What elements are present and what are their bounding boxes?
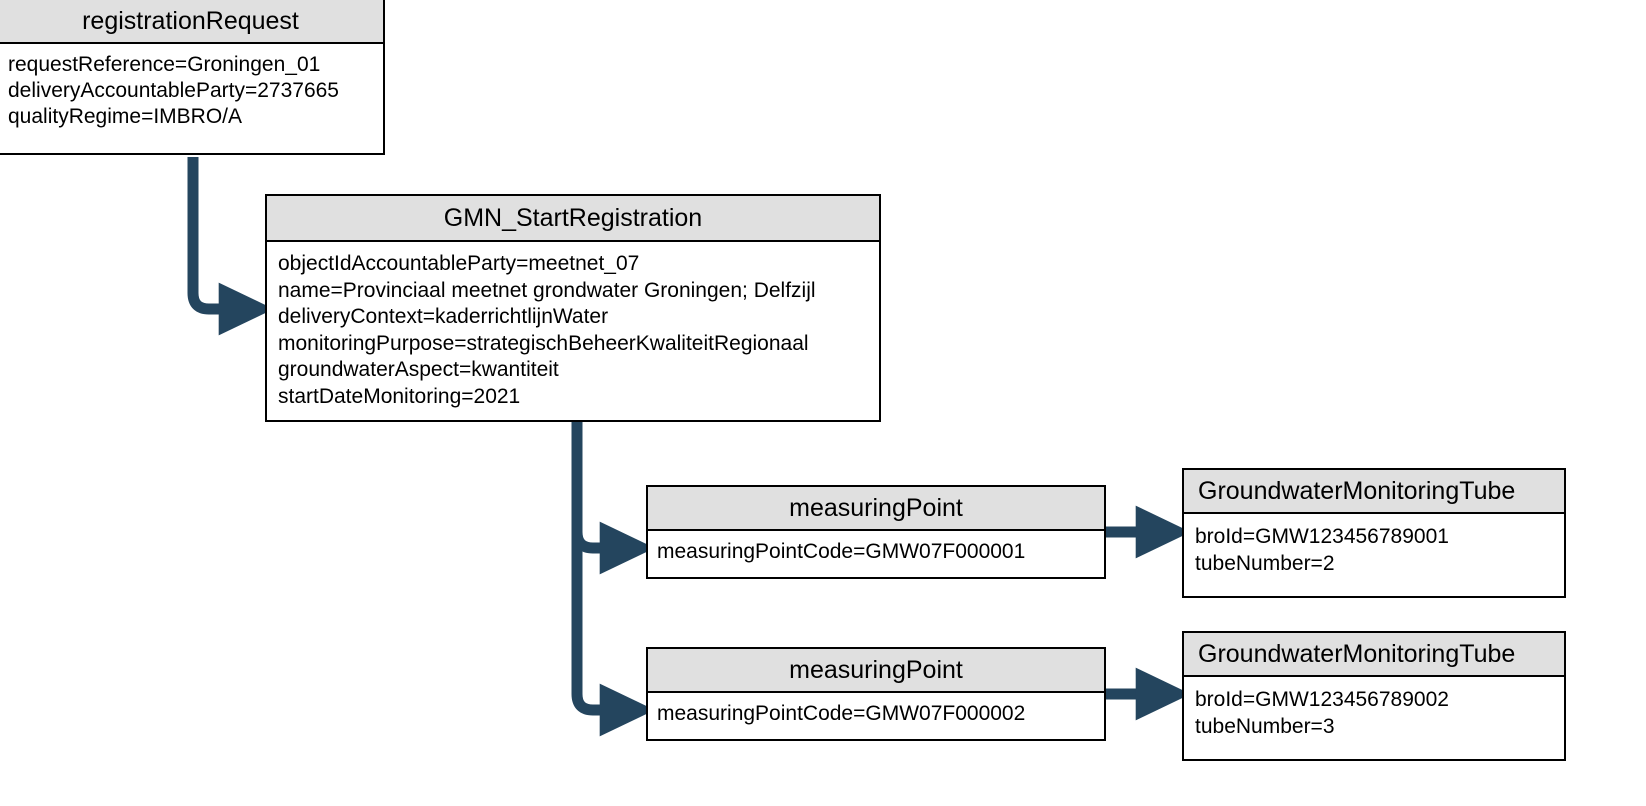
connector-gmn-start-registration-to-measuring-point-2 [571,422,655,737]
attribute-quality-regime: qualityRegime=IMBRO/A [8,105,243,128]
attribute-object-id-accountable-party: objectIdAccountableParty=meetnet_07 [278,252,640,275]
attribute-bro-id: broId=GMW123456789001 [1195,525,1449,548]
object-box-attributes: measuringPointCode=GMW07F000002 [648,693,1104,727]
attribute-request-reference: requestReference=Groningen_01 [8,53,321,76]
object-box-groundwater-monitoring-tube-1[interactable]: GroundwaterMonitoringTube broId=GMW12345… [1182,468,1566,598]
object-box-groundwater-monitoring-tube-2[interactable]: GroundwaterMonitoringTube broId=GMW12345… [1182,631,1566,761]
attribute-monitoring-purpose: monitoringPurpose=strategischBeheerKwali… [278,331,809,355]
object-box-title: GroundwaterMonitoringTube [1184,633,1564,677]
connector-gmn-start-registration-to-measuring-point-1 [571,422,655,575]
attribute-bro-id: broId=GMW123456789002 [1195,688,1449,711]
object-box-attributes: objectIdAccountableParty=meetnet_07 name… [267,242,879,410]
attribute-start-date-monitoring: startDateMonitoring=2021 [278,384,521,408]
attribute-measuring-point-code: measuringPointCode=GMW07F000002 [657,702,1026,725]
attribute-name: name=Provinciaal meetnet grondwater Gron… [278,278,816,302]
object-box-title: GMN_StartRegistration [267,196,879,242]
attribute-tube-number: tubeNumber=3 [1195,715,1335,738]
object-box-registration-request[interactable]: registrationRequest requestReference=Gro… [0,0,385,155]
attribute-measuring-point-code: measuringPointCode=GMW07F000001 [657,540,1026,563]
attribute-groundwater-aspect: groundwaterAspect=kwantiteit [278,358,559,381]
connector-registration-request-to-gmn-start-registration [187,157,274,336]
attribute-delivery-context: deliveryContext=kaderrichtlijnWater [278,305,609,328]
object-box-title: GroundwaterMonitoringTube [1184,470,1564,514]
object-box-attributes: requestReference=Groningen_01 deliveryAc… [0,44,383,130]
object-box-attributes: measuringPointCode=GMW07F000001 [648,531,1104,565]
object-box-title: registrationRequest [0,0,383,44]
object-box-title: measuringPoint [648,487,1104,531]
object-box-gmn-start-registration[interactable]: GMN_StartRegistration objectIdAccountabl… [265,194,881,422]
attribute-tube-number: tubeNumber=2 [1195,552,1335,575]
object-box-title: measuringPoint [648,649,1104,693]
object-box-measuring-point-1[interactable]: measuringPoint measuringPointCode=GMW07F… [646,485,1106,579]
attribute-delivery-accountable-party: deliveryAccountableParty=2737665 [8,79,339,102]
object-box-attributes: broId=GMW123456789001 tubeNumber=2 [1184,514,1564,577]
object-box-measuring-point-2[interactable]: measuringPoint measuringPointCode=GMW07F… [646,647,1106,741]
object-box-attributes: broId=GMW123456789002 tubeNumber=3 [1184,677,1564,740]
